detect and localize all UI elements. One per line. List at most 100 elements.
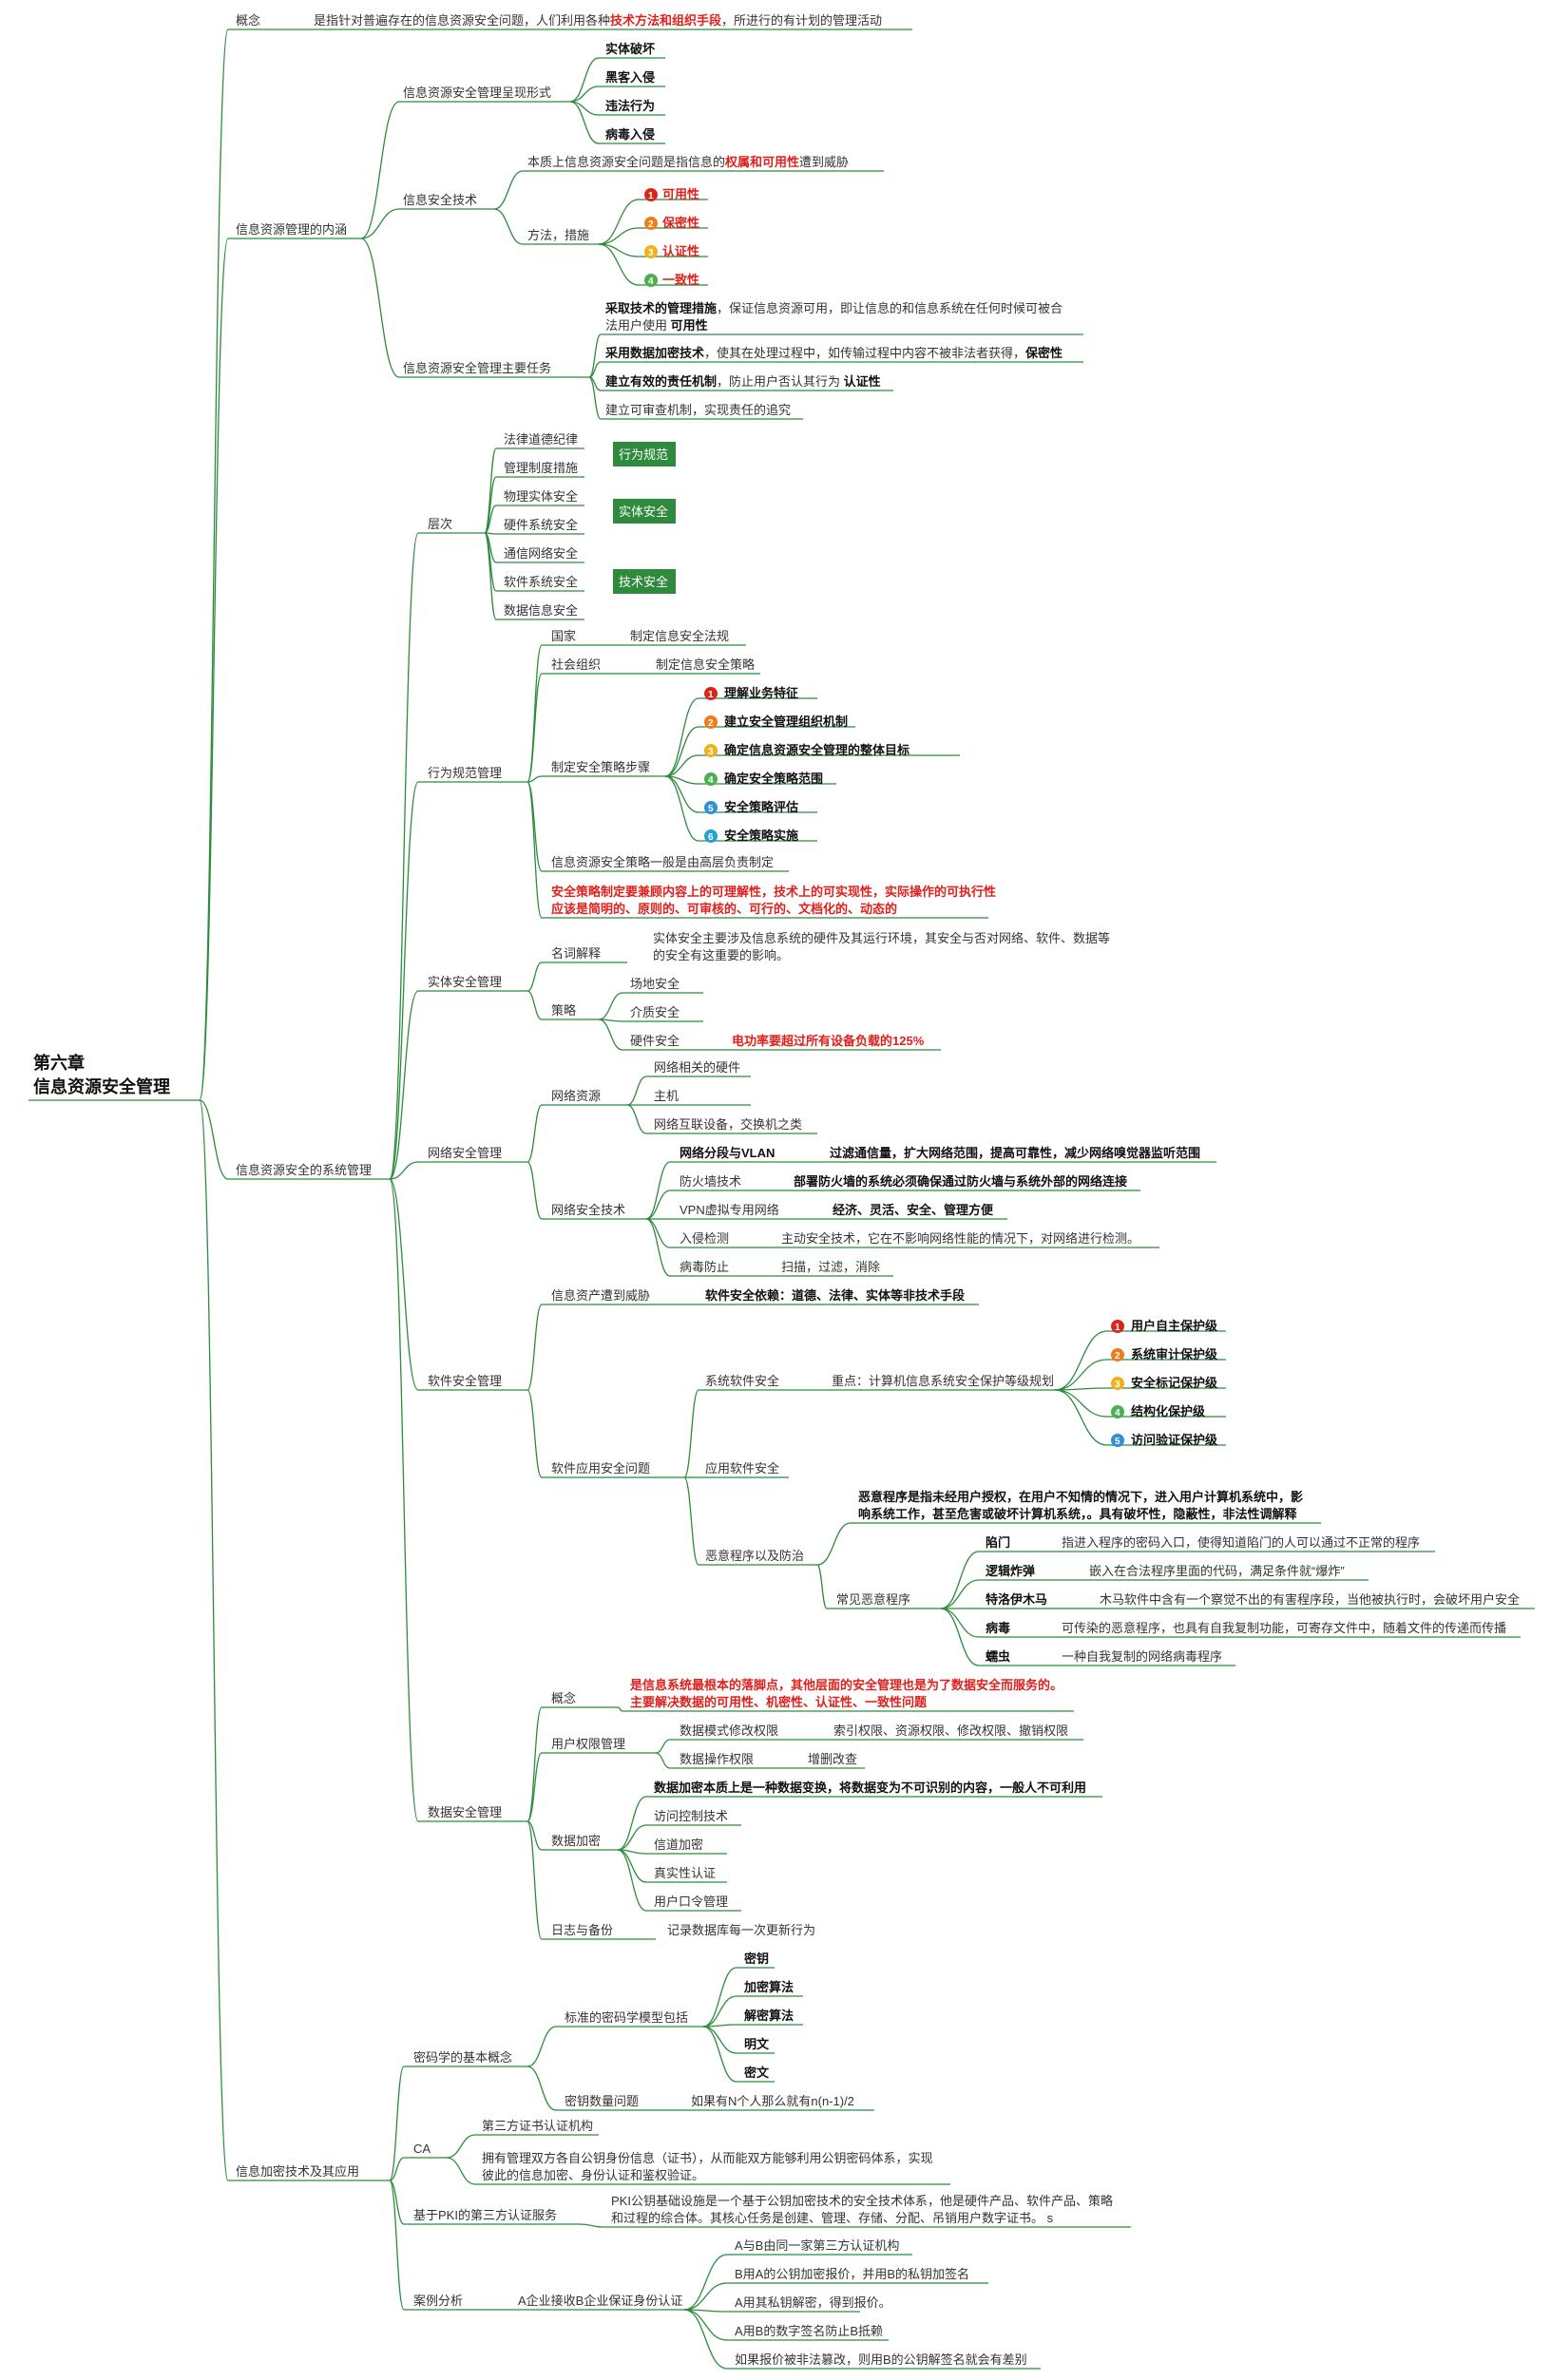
svg-text:2: 2 bbox=[1115, 1351, 1120, 1361]
wj-item-2: 防火墙技术 bbox=[680, 1174, 741, 1189]
root-title-line1: 第六章 bbox=[33, 1053, 85, 1073]
pki-node[interactable]: 基于PKI的第三方认证服务 bbox=[413, 2208, 557, 2222]
wangluo-node[interactable]: 网络安全管理 bbox=[428, 1146, 502, 1160]
branch-connector bbox=[645, 1218, 671, 1248]
eyi-node[interactable]: 恶意程序以及防治 bbox=[705, 1549, 804, 1563]
neihan-node[interactable]: 信息资源管理的内涵 bbox=[236, 222, 347, 237]
branch-connector bbox=[702, 2026, 737, 2054]
xingwei-node[interactable]: 行为规范管理 bbox=[428, 766, 502, 780]
svg-text:1: 1 bbox=[648, 191, 654, 201]
branch-connector bbox=[598, 1019, 623, 1051]
wljs-node[interactable]: 网络安全技术 bbox=[551, 1203, 625, 1217]
bz-item-4: 明文 bbox=[744, 2037, 770, 2051]
shehui-node[interactable]: 社会组织 bbox=[551, 657, 601, 672]
root-node[interactable]: 第六章 信息资源安全管理 bbox=[33, 1053, 170, 1096]
branch-connector bbox=[645, 1161, 671, 1220]
ey-item-1: 陷门 bbox=[986, 1535, 1010, 1550]
branch-connector bbox=[664, 726, 699, 777]
miyao-node[interactable]: 密钥数量问题 bbox=[565, 2094, 639, 2108]
wj-item-5: 病毒防止 bbox=[680, 1260, 729, 1274]
anquanjishu-node[interactable]: 信息安全技术 bbox=[403, 193, 477, 207]
branch-connector bbox=[664, 754, 699, 777]
branch-connector bbox=[579, 2223, 604, 2228]
branch-connector bbox=[626, 1076, 647, 1106]
svg-text:4: 4 bbox=[648, 276, 654, 287]
branch-connector bbox=[527, 673, 543, 783]
branch-connector bbox=[484, 505, 497, 534]
shiti-node[interactable]: 实体安全管理 bbox=[428, 975, 502, 989]
branch-connector bbox=[645, 1190, 671, 1220]
wj-item-5-desc: 扫描，过滤，消除 bbox=[781, 1260, 880, 1274]
svg-text:技术安全: 技术安全 bbox=[619, 575, 668, 589]
zhiding-node[interactable]: 制定安全策略步骤 bbox=[551, 760, 650, 774]
badge-3 bbox=[644, 245, 658, 258]
ey-item-1-desc: 指进入程序的密码入口，使得知道陷门的人可以通过不正常的程序 bbox=[1062, 1535, 1420, 1550]
branch-connector bbox=[940, 1551, 980, 1609]
cl-item-3-note: 电功率要超过所有设备负载的125% bbox=[732, 1034, 925, 1048]
branch-connector bbox=[664, 697, 699, 777]
guojia-node[interactable]: 国家 bbox=[551, 629, 576, 643]
rj-weixie-node[interactable]: 信息资产遭到威胁 bbox=[551, 1288, 650, 1303]
branch-connector bbox=[493, 170, 524, 210]
gainian-node[interactable]: 概念 bbox=[236, 13, 260, 28]
rizhi-desc: 记录数据库每一次更新行为 bbox=[667, 1923, 815, 1937]
cc-item-3: 物理实体安全 bbox=[504, 489, 578, 504]
anli-node[interactable]: 案例分析 bbox=[413, 2294, 463, 2308]
zhuyao-node[interactable]: 信息资源安全管理主要任务 bbox=[403, 361, 551, 375]
xitong-node[interactable]: 信息资源安全的系统管理 bbox=[236, 1163, 372, 1177]
branch-connector bbox=[199, 1099, 229, 1180]
sj-gainian-node[interactable]: 概念 bbox=[551, 1691, 576, 1705]
rj-yingyong-node[interactable]: 软件应用安全问题 bbox=[551, 1461, 650, 1476]
celue-node[interactable]: 策略 bbox=[551, 1003, 576, 1018]
mingci-node[interactable]: 名词解释 bbox=[551, 946, 601, 961]
al-item-1: A与B由同一家第三方认证机构 bbox=[735, 2238, 899, 2253]
cengci-node[interactable]: 层次 bbox=[428, 517, 452, 531]
biaozhun-node[interactable]: 标准的密码学模型包括 bbox=[565, 2010, 688, 2025]
branch-connector bbox=[683, 1389, 699, 1478]
ca-node[interactable]: CA bbox=[413, 2142, 431, 2156]
svg-text:认证性: 认证性 bbox=[662, 244, 699, 258]
ey-item-3-desc: 木马软件中含有一个察觉不出的有害程序段，当他被执行时，会破坏用户安全 bbox=[1100, 1592, 1520, 1607]
cl-item-3: 硬件安全 bbox=[630, 1034, 680, 1048]
branch-connector bbox=[569, 86, 600, 103]
shuju-node[interactable]: 数据安全管理 bbox=[428, 1805, 502, 1819]
jiami-node[interactable]: 信息加密技术及其应用 bbox=[236, 2164, 359, 2179]
branch-connector bbox=[360, 101, 400, 239]
ca-item-2a: 拥有管理双方各自公钥身份信息（证书），从而能双方能够利用公钥密码体系，实现 bbox=[482, 2151, 933, 2165]
branch-connector bbox=[598, 243, 640, 286]
chengxian-node[interactable]: 信息资源安全管理呈现形式 bbox=[403, 86, 551, 100]
svg-text:6: 6 bbox=[708, 832, 714, 843]
branch-connector bbox=[816, 1522, 852, 1566]
svg-text:4: 4 bbox=[1115, 1408, 1120, 1418]
group-box-xingweiguifan: 行为规范 bbox=[613, 442, 676, 466]
svg-text:5: 5 bbox=[708, 804, 714, 814]
branch-connector bbox=[527, 644, 543, 783]
xitongrj-node[interactable]: 系统软件安全 bbox=[705, 1374, 779, 1388]
changjian-node[interactable]: 常见恶意程序 bbox=[836, 1592, 910, 1607]
branch-connector bbox=[816, 1564, 828, 1609]
jm-def: 数据加密本质上是一种数据变换，将数据变为不可识别的内容，一般人不可利用 bbox=[654, 1780, 1086, 1795]
jm-item-1: 访问控制技术 bbox=[654, 1809, 728, 1823]
branch-connector bbox=[389, 781, 419, 1180]
qx-item-1: 数据模式修改权限 bbox=[680, 1723, 778, 1738]
ca-item-2b: 彼此的信息加密、身份认证和鉴权验证。 bbox=[482, 2168, 704, 2182]
branch-connector bbox=[617, 1849, 647, 1883]
yingyongrj-node[interactable]: 应用软件安全 bbox=[705, 1461, 779, 1476]
branch-connector bbox=[527, 1161, 543, 1220]
shujujiami-node[interactable]: 数据加密 bbox=[551, 1834, 601, 1848]
rizhi-node[interactable]: 日志与备份 bbox=[551, 1923, 613, 1937]
yonghuquanxian-node[interactable]: 用户权限管理 bbox=[551, 1737, 625, 1751]
celue-fuze: 信息资源安全策略一般是由高层负责制定 bbox=[551, 855, 774, 869]
ey-item-3: 特洛伊木马 bbox=[986, 1592, 1047, 1607]
ey-item-4-desc: 可传染的恶意程序，也具有自我复制功能，可寄存文件中，随着文件的传递而传播 bbox=[1062, 1621, 1506, 1635]
mima-node[interactable]: 密码学的基本概念 bbox=[413, 2050, 512, 2065]
ruanjian-node[interactable]: 软件安全管理 bbox=[428, 1374, 502, 1388]
anli-sub-node[interactable]: A企业接收B企业保证身份认证 bbox=[518, 2294, 682, 2308]
wlzy-node[interactable]: 网络资源 bbox=[551, 1089, 601, 1103]
fangfa-node[interactable]: 方法，措施 bbox=[527, 228, 589, 242]
